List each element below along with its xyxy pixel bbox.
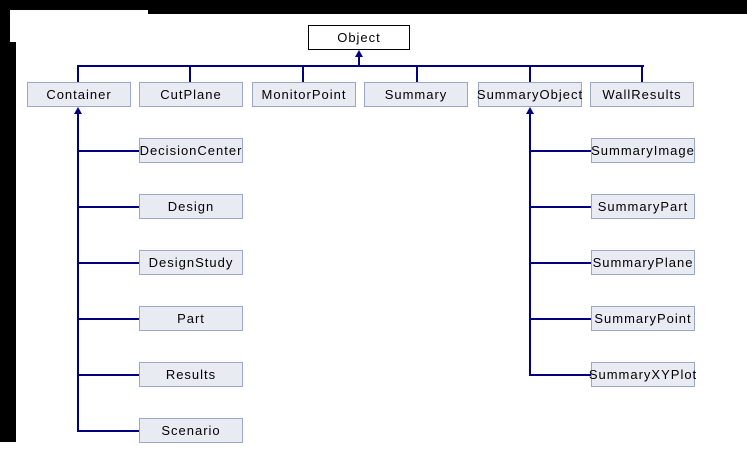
class-box-summarypart[interactable]: SummaryPart	[591, 194, 695, 219]
connector-container-trunk	[77, 113, 79, 432]
class-box-summary[interactable]: Summary	[364, 82, 468, 107]
black-border-top-right	[148, 0, 747, 14]
connector-object-stem	[358, 55, 360, 66]
connector-stub-summary	[416, 66, 418, 82]
class-box-designstudy[interactable]: DesignStudy	[139, 250, 243, 275]
class-box-wallresults[interactable]: WallResults	[590, 82, 694, 107]
class-box-cutplane[interactable]: CutPlane	[139, 82, 243, 107]
class-box-results[interactable]: Results	[139, 362, 243, 387]
connector-bus	[77, 65, 644, 67]
connector-branch-summarypoint	[529, 318, 591, 320]
connector-stub-wallresults	[641, 66, 643, 82]
connector-branch-summarypart	[529, 206, 591, 208]
class-box-summaryimage[interactable]: SummaryImage	[591, 138, 695, 163]
class-box-container[interactable]: Container	[27, 82, 131, 107]
connector-stub-summaryobject	[529, 66, 531, 82]
connector-branch-design	[77, 206, 139, 208]
connector-branch-results	[77, 374, 139, 376]
class-box-monitorpoint[interactable]: MonitorPoint	[252, 82, 356, 107]
arrowhead-to-summaryobject	[526, 107, 534, 114]
class-box-summaryobject[interactable]: SummaryObject	[477, 82, 582, 107]
connector-stub-monitorpoint	[302, 66, 304, 82]
black-border-left-lower	[0, 42, 16, 442]
connector-branch-designstudy	[77, 262, 139, 264]
class-box-object[interactable]: Object	[308, 25, 410, 50]
black-border-left-upper	[0, 0, 10, 42]
class-box-part[interactable]: Part	[139, 306, 243, 331]
connector-branch-decisioncenter	[77, 150, 139, 152]
arrowhead-to-object	[355, 50, 363, 57]
connector-summaryobject-trunk	[529, 113, 531, 376]
connector-branch-summaryxyplot	[529, 374, 591, 376]
class-box-summarypoint[interactable]: SummaryPoint	[591, 306, 695, 331]
class-box-design[interactable]: Design	[139, 194, 243, 219]
connector-branch-summaryplane	[529, 262, 591, 264]
class-box-decisioncenter[interactable]: DecisionCenter	[139, 138, 243, 163]
arrowhead-to-container	[74, 107, 82, 114]
class-box-summaryplane[interactable]: SummaryPlane	[591, 250, 695, 275]
class-box-scenario[interactable]: Scenario	[139, 418, 243, 443]
connector-stub-container	[77, 66, 79, 82]
connector-branch-summaryimage	[529, 150, 591, 152]
connector-branch-part	[77, 318, 139, 320]
connector-stub-cutplane	[189, 66, 191, 82]
connector-branch-scenario	[77, 430, 139, 432]
class-box-summaryxyplot[interactable]: SummaryXYPlot	[589, 362, 696, 387]
